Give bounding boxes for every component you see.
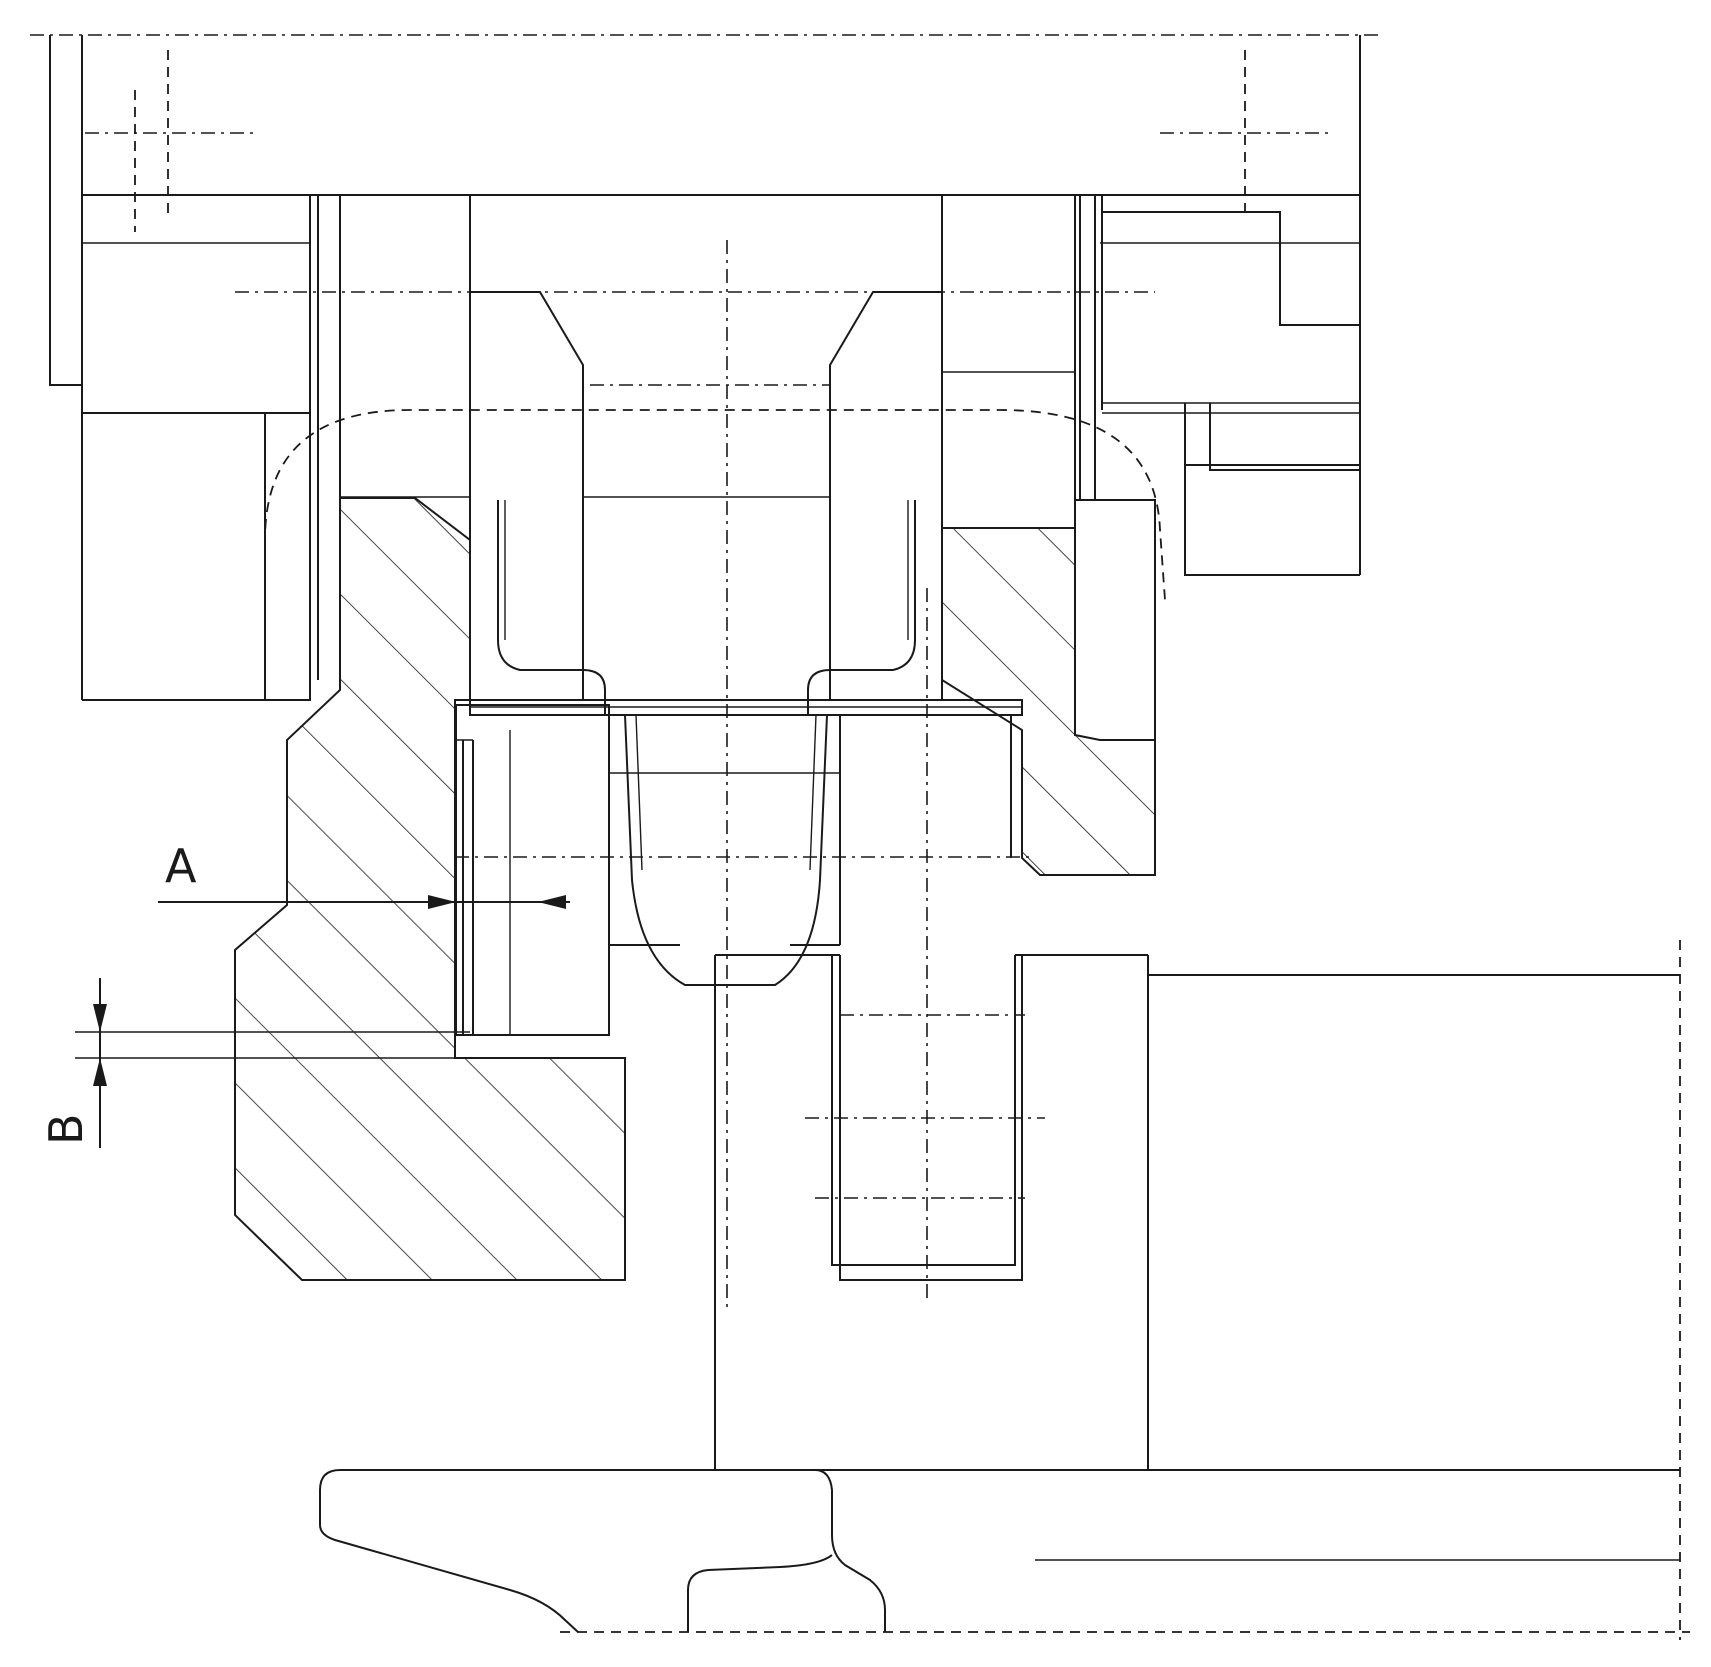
ejector-column (714, 954, 840, 1470)
die-inserts (608, 715, 1023, 946)
base-rail (319, 1469, 1690, 1633)
right-upper-block (1074, 195, 1360, 576)
dimension-b: B (39, 978, 470, 1148)
left-die-holder (234, 497, 626, 1281)
dimension-a-label: A (165, 839, 197, 893)
punch-throat (470, 291, 942, 700)
stripper-plate (469, 669, 1023, 716)
hidden-envelope-outline (264, 409, 1166, 601)
right-lower-block (715, 940, 1681, 1640)
left-upper-block (81, 194, 341, 701)
formed-cup (624, 714, 828, 986)
right-die-holder (941, 527, 1156, 876)
dimension-a: A (158, 839, 570, 909)
top-plate (30, 34, 1380, 700)
dimension-b-label: B (39, 1113, 93, 1145)
left-die-pocket (455, 704, 610, 1036)
spring-pocket (805, 954, 1148, 1281)
